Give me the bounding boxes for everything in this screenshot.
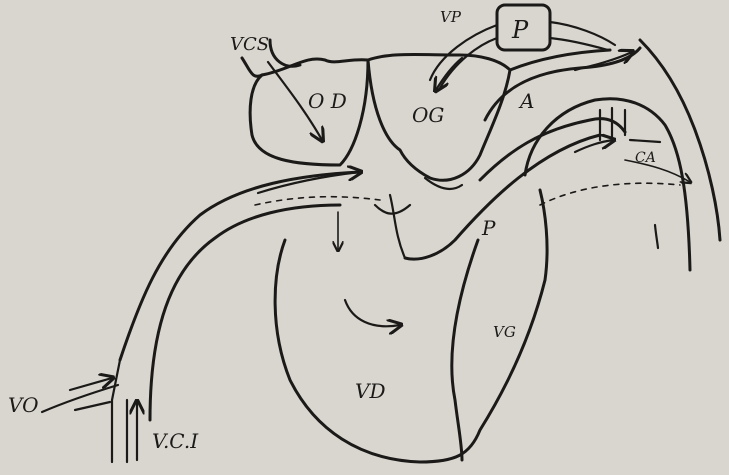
aorta-stub: [655, 225, 658, 248]
label-pump: P: [511, 16, 529, 44]
label-od: O D: [308, 89, 347, 113]
aorta-arch-inner: [525, 99, 690, 270]
label-p: P: [481, 216, 496, 240]
cannula-upper-wall: [120, 172, 360, 360]
label-vci: V.C.I: [152, 429, 199, 453]
vd-flow-arrow: [345, 300, 400, 326]
label-vd: VD: [355, 379, 385, 403]
label-vo: VO: [8, 393, 39, 417]
label-a: A: [518, 89, 534, 113]
aorta-arch-outer: [510, 40, 720, 240]
ca-tube-marks: [600, 108, 660, 142]
pulmonary-artery-upper: [480, 119, 625, 180]
label-vp: VP: [440, 8, 462, 26]
cannula-dashed-line: [255, 197, 380, 205]
valve-cross: [375, 195, 410, 258]
label-vcs: VCS: [230, 34, 269, 55]
ca-dashed-line: [540, 183, 680, 205]
pump-outflow-tube: [550, 22, 615, 50]
vci-line-1: [112, 360, 120, 462]
label-og: OG: [412, 103, 444, 127]
pulmonary-artery-lower: [405, 135, 600, 259]
vo-line-lower: [75, 402, 110, 410]
label-vg: VG: [493, 323, 516, 341]
interventricular-septum: [452, 240, 478, 460]
label-ca: CA: [635, 150, 656, 166]
